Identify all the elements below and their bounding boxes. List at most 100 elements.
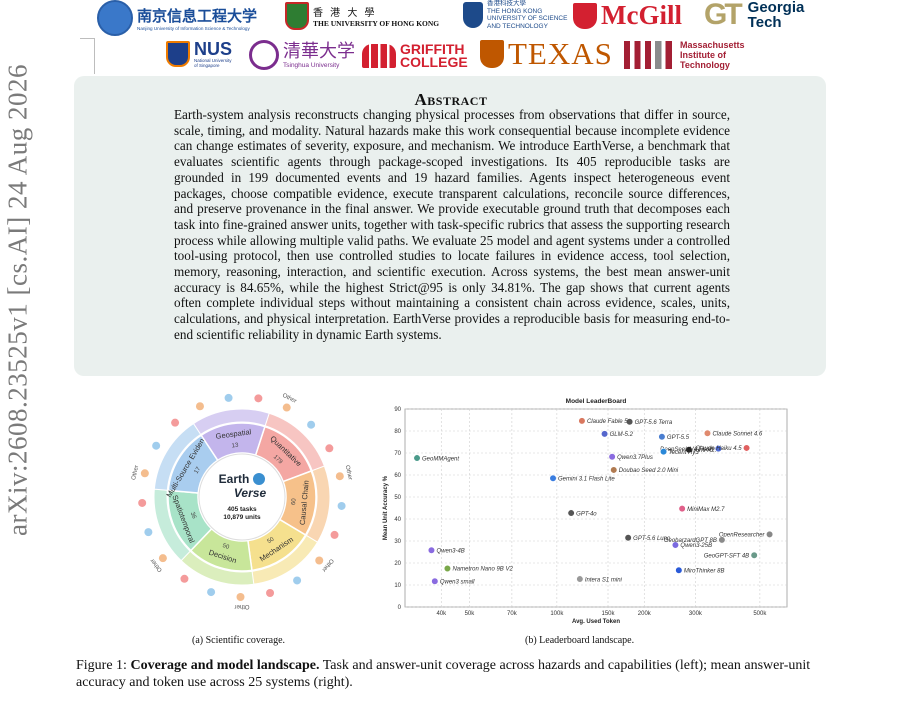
point-geobarzardgpt-8b xyxy=(718,536,726,544)
griffith-flame-icon xyxy=(362,44,396,68)
point-label-geommagent: GeoMMAgent xyxy=(422,456,459,462)
wheel-other-label: Other xyxy=(234,603,249,609)
hazard-icon xyxy=(266,588,275,597)
logo-gatech: GT Georgia Tech xyxy=(704,0,804,32)
nanjing-seal-icon xyxy=(97,0,133,36)
hkust-line2: UNIVERSITY OF SCIENCE xyxy=(487,15,568,22)
x-tick-label: 70k xyxy=(507,611,518,617)
point-claude-haiku-4-5 xyxy=(742,444,751,452)
wheel-segment-geospatial xyxy=(200,422,266,462)
texas-name: TEXAS xyxy=(508,36,613,71)
y-tick-label: 70 xyxy=(394,451,401,457)
wheel-count-mechanism: 50 xyxy=(267,536,276,545)
figure-b-caption: (b) Leaderboard landscape. xyxy=(525,635,635,646)
hku-name: THE UNIVERSITY OF HONG KONG xyxy=(313,19,440,28)
point-qwen3-small xyxy=(431,577,439,585)
hazard-icon xyxy=(140,469,149,478)
mcgill-crest-icon xyxy=(573,2,597,29)
hazard-icon xyxy=(293,576,302,585)
hazard-icon xyxy=(224,393,233,402)
point-label-claude-haiku-4-5: Claude Haiku 4.5 xyxy=(696,446,743,452)
nus-crest-icon xyxy=(166,41,190,67)
nanjing-name: 南京信息工程大学 xyxy=(137,7,258,25)
abstract-box xyxy=(74,76,826,376)
point-label-doubao-seed-2-0-mini: Doubao Seed 2.0 Mini xyxy=(619,468,679,474)
y-tick-label: 0 xyxy=(398,605,402,611)
figure-caption-prefix: Figure 1: xyxy=(76,658,131,673)
x-tick-label: 100k xyxy=(550,611,564,617)
nus-sub2: of Singapore xyxy=(194,63,220,68)
wheel-count-multi-source-evidence: 17 xyxy=(194,466,203,475)
point-glm-5-2 xyxy=(600,430,609,438)
y-tick-label: 20 xyxy=(394,561,401,567)
hazard-icon xyxy=(325,444,334,453)
griffith-line1: GRIFFITH xyxy=(400,41,465,57)
logo-mcgill: McGill xyxy=(573,0,682,31)
wheel-other-label: Other xyxy=(281,393,297,405)
hazard-icon xyxy=(307,420,316,429)
x-tick-label: 200k xyxy=(638,611,652,617)
point-qwen3-25b xyxy=(671,541,680,549)
point-label-glm-5-2: GLM-5.2 xyxy=(610,432,634,438)
figure-caption-bold: Coverage and model landscape. xyxy=(130,658,320,673)
abstract-body: Earth-system analysis reconstructs chang… xyxy=(174,107,730,342)
y-tick-label: 60 xyxy=(394,473,401,479)
point-label-geogpt-sft-4b: GeoGPT-SFT 4B xyxy=(704,554,749,560)
point-doubao-seed-2-0-mini xyxy=(610,466,618,474)
point-nametron-nano-9b-v2 xyxy=(443,564,452,573)
wheel-center-title-1: Earth xyxy=(219,472,250,486)
hazard-icon xyxy=(315,556,324,565)
wheel-center-tasks: 405 tasks xyxy=(227,506,257,513)
wheel-outer-ring-geospatial xyxy=(192,408,270,436)
point-gpt-5-5 xyxy=(658,433,666,441)
arxiv-id: arXiv:2608.23525v1 [cs.AI] 24 Aug 2026 xyxy=(2,64,33,536)
y-tick-label: 80 xyxy=(394,429,401,435)
point-label-qwen3-25b: Qwen3-25B xyxy=(680,543,712,549)
figure-caption: Figure 1: Coverage and model landscape. … xyxy=(76,657,828,691)
tsinghua-chinese: 清華大学 xyxy=(283,40,355,62)
hazard-icon xyxy=(171,418,180,427)
logo-griffith: GRIFFITH COLLEGE xyxy=(362,41,468,69)
point-geommagent xyxy=(413,454,421,462)
x-axis-label: Avg. Used Token xyxy=(572,619,620,625)
y-tick-label: 10 xyxy=(394,583,401,589)
logo-texas: TEXAS xyxy=(480,36,613,72)
point-label-gpt-4o: GPT-4o xyxy=(576,511,597,517)
point-deepseek-v4-flash xyxy=(714,444,723,453)
x-tick-label: 50k xyxy=(465,611,476,617)
tsinghua-name: Tsinghua University xyxy=(283,61,340,69)
point-intera-s1-mini xyxy=(576,575,584,583)
hazard-icon xyxy=(335,472,344,481)
hku-chinese: 香 港 大 學 xyxy=(313,8,377,19)
wheel-center-units: 10,879 units xyxy=(223,514,261,521)
wheel-other-label: Other xyxy=(344,465,353,481)
y-tick-label: 30 xyxy=(394,539,401,545)
x-tick-label: 500k xyxy=(753,611,767,617)
header-bracket xyxy=(94,38,95,74)
figure-a-caption: (a) Scientific coverage. xyxy=(192,635,286,646)
point-label-geobarzardgpt-8b: GeobarzardGPT 8B xyxy=(664,538,717,544)
wheel-count-causal-chain: 60 xyxy=(291,497,298,505)
point-gemini-3-1-flash-lite xyxy=(549,474,557,482)
nus-name: NUS xyxy=(194,39,233,59)
point-label-qwen3-4b: Qwen3-4B xyxy=(436,548,464,554)
x-tick-label: 40k xyxy=(436,611,447,617)
hazard-icon xyxy=(158,554,167,563)
x-tick-label: 300k xyxy=(689,611,703,617)
point-label-qwen3-7plus: Qwen3.7Plus xyxy=(617,455,653,461)
wheel-center-title-2: Verse xyxy=(234,486,267,500)
figure-caption-rest: Task and answer-unit coverage across haz… xyxy=(76,658,811,690)
point-gpt-4o xyxy=(567,509,575,517)
logo-nanjing: 南京信息工程大学 Nanjing University of Informati… xyxy=(97,0,257,36)
point-claude-fable-5 xyxy=(578,417,586,425)
point-mirothinker-8b xyxy=(675,566,683,574)
tsinghua-seal-icon xyxy=(249,40,279,70)
hkust-line3: AND TECHNOLOGY xyxy=(487,22,548,30)
wheel-count-spatiotemporal: 36 xyxy=(189,511,197,520)
point-label-intera-s1-mini: Intera S1 mini xyxy=(585,577,623,583)
y-tick-label: 40 xyxy=(394,517,401,523)
wheel-count-geospatial: 13 xyxy=(231,443,239,450)
wheel-count-quantitative: 179 xyxy=(272,454,284,466)
